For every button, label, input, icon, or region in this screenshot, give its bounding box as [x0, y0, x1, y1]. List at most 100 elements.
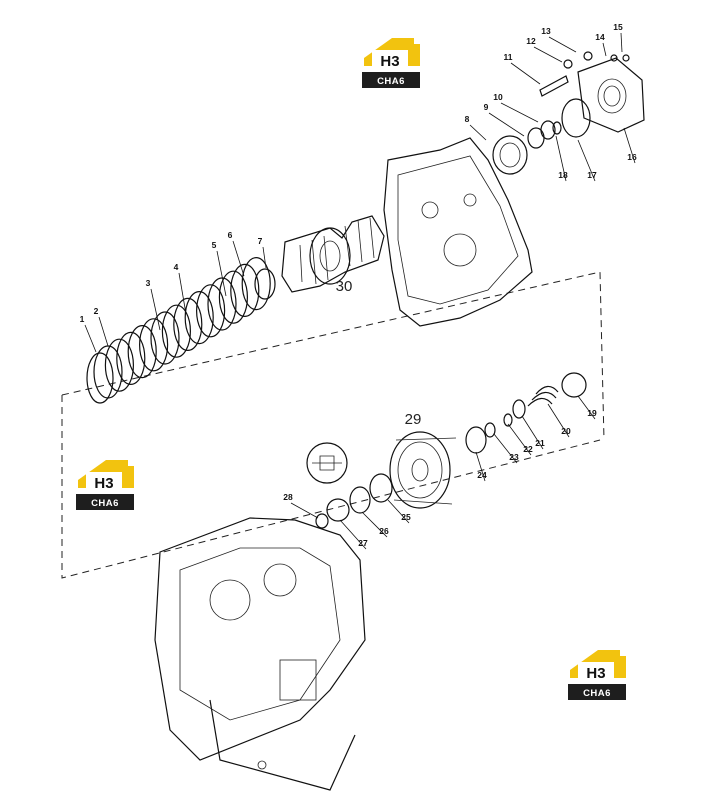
callout-6: 6: [228, 230, 233, 240]
clutch-disc: [127, 325, 157, 379]
logo-panel: [86, 472, 122, 492]
callout-leader-14: [602, 42, 607, 57]
callout-leader-3: [150, 288, 161, 331]
logo-band: [76, 494, 134, 510]
retainer-ring: [254, 268, 276, 300]
callout-17: 17: [587, 170, 597, 180]
callout-leader-5: [216, 250, 227, 297]
callout-leader-6: [232, 240, 245, 277]
callout-leader-15: [620, 32, 623, 53]
callout-28: 28: [283, 492, 293, 502]
shaft-assembly: [281, 215, 385, 293]
clutch-disc: [184, 291, 214, 345]
clutch-disc: [139, 318, 169, 372]
logo-text-top: H3: [94, 475, 113, 492]
clutch-disc: [173, 297, 203, 351]
clutch-disc: [116, 331, 146, 385]
clutch-pack: [86, 257, 276, 404]
callout-10: 10: [493, 92, 503, 102]
logo-text-bottom: CHA6: [377, 76, 405, 87]
logo-text-bottom: CHA6: [583, 688, 611, 699]
callout-4: 4: [174, 262, 179, 272]
section-label-30: 30: [336, 278, 353, 295]
callout-26: 26: [379, 526, 389, 536]
callout-14: 14: [595, 32, 605, 42]
logo-text-bottom: CHA6: [91, 498, 119, 509]
callout-leader-16: [623, 127, 636, 164]
callout-5: 5: [212, 240, 217, 250]
callout-leader-19: [577, 395, 596, 420]
upper-housing: [383, 137, 533, 327]
callout-25: 25: [401, 512, 411, 522]
callout-20: 20: [561, 426, 571, 436]
callout-leader-28: [290, 502, 319, 519]
callout-15: 15: [613, 22, 623, 32]
callout-leaders: [84, 32, 636, 550]
clutch-disc: [218, 270, 248, 324]
callout-2: 2: [94, 306, 99, 316]
logo-band: [362, 72, 420, 88]
callout-23: 23: [509, 452, 519, 462]
callout-16: 16: [627, 152, 637, 162]
callout-leader-18: [555, 135, 567, 182]
callout-22: 22: [523, 444, 533, 454]
callout-leader-22: [507, 423, 532, 456]
callout-3: 3: [146, 278, 151, 288]
callout-labels: 1234567891011121314151617181920212223242…: [80, 22, 637, 548]
callout-7: 7: [258, 236, 263, 246]
callout-leader-9: [488, 112, 525, 137]
callout-leader-13: [548, 36, 577, 53]
clutch-disc: [207, 277, 237, 331]
callout-27: 27: [358, 538, 368, 548]
callout-leader-8: [469, 124, 487, 141]
logo-panel: [372, 50, 408, 70]
callout-24: 24: [477, 470, 487, 480]
callout-leader-11: [510, 62, 541, 85]
gear-group: [306, 372, 587, 529]
callout-leader-1: [84, 324, 97, 353]
callout-leader-7: [262, 246, 267, 269]
bearing-group: [492, 120, 562, 175]
callout-leader-26: [361, 511, 388, 538]
callout-13: 13: [541, 26, 551, 36]
callout-leader-10: [500, 102, 539, 123]
callout-9: 9: [484, 102, 489, 112]
callout-leader-12: [533, 46, 563, 63]
callout-8: 8: [465, 114, 470, 124]
dashed-group-outline: [61, 271, 605, 579]
logo-text-top: H3: [380, 53, 399, 70]
clutch-disc: [161, 304, 191, 358]
clutch-disc: [150, 311, 180, 365]
callout-12: 12: [526, 36, 536, 46]
callout-1: 1: [80, 314, 85, 324]
callout-leader-17: [577, 139, 596, 182]
snap-ring-disc: [86, 352, 114, 404]
callout-leader-20: [547, 403, 570, 438]
callout-leader-27: [339, 519, 367, 550]
section-label-29: 29: [405, 411, 422, 428]
callout-leader-2: [98, 316, 109, 347]
clutch-disc: [230, 263, 260, 317]
callout-leader-24: [475, 451, 486, 482]
clutch-disc: [241, 257, 271, 311]
callout-leader-4: [178, 272, 187, 315]
transmission-case: [154, 517, 366, 791]
callout-leader-25: [387, 499, 410, 524]
callout-leader-21: [521, 415, 544, 450]
clutch-disc: [104, 338, 135, 392]
logo-text-top: H3: [586, 665, 605, 682]
callout-leader-23: [493, 433, 518, 464]
callout-21: 21: [535, 438, 545, 448]
logo-band: [568, 684, 626, 700]
callout-11: 11: [504, 52, 513, 62]
cover-plate-group: [539, 51, 645, 138]
callout-18: 18: [558, 170, 568, 180]
logo-panel: [578, 662, 614, 682]
callout-19: 19: [587, 408, 597, 418]
clutch-disc: [196, 284, 226, 338]
